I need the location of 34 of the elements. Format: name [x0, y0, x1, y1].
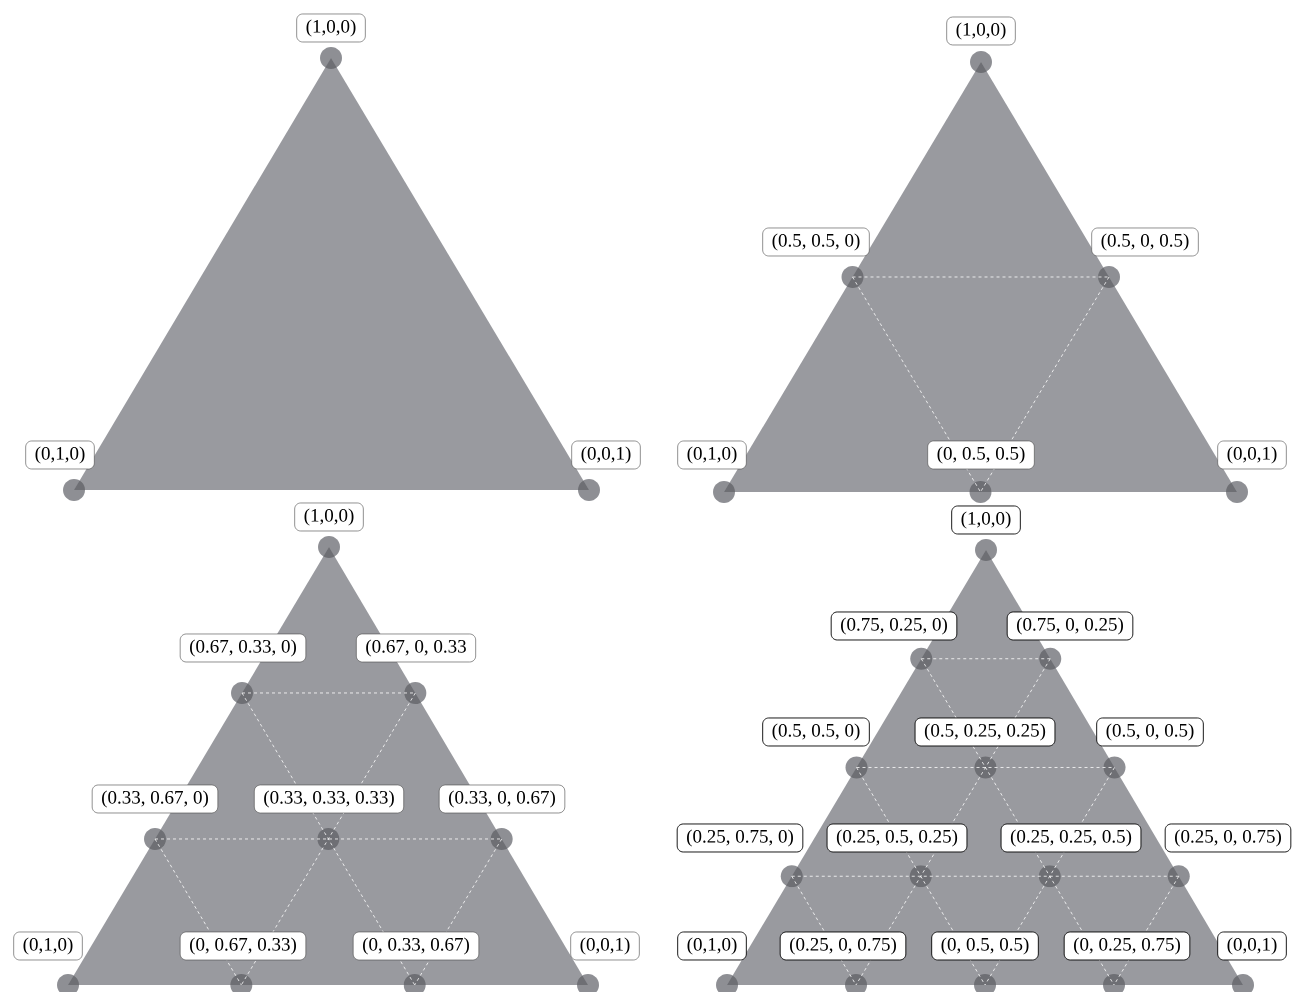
label-box: (0, 0.33, 0.67): [352, 931, 480, 961]
label-box: (0.75, 0, 0.25): [1006, 611, 1134, 641]
label-box: (0.75, 0.25, 0): [830, 611, 958, 641]
label-box: (0.25, 0, 0.75): [779, 931, 907, 961]
label-box: (0.67, 0, 0.33: [356, 633, 476, 663]
label-box: (0,1,0): [13, 931, 83, 961]
label-box: (0,1,0): [677, 931, 747, 961]
label-box: (0,0,1): [570, 931, 640, 961]
label-box: (0,1,0): [677, 440, 747, 470]
label-box: (0.5, 0.25, 0.25): [914, 717, 1056, 747]
label-box: (0.5, 0.5, 0): [762, 227, 870, 257]
label-box: (0.25, 0.5, 0.25): [826, 823, 968, 853]
label-box: (0.33, 0.67, 0): [91, 784, 219, 814]
label-box: (0, 0.5, 0.5): [927, 440, 1035, 470]
label-box: (1,0,0): [946, 16, 1016, 46]
label-box: (0, 0.67, 0.33): [179, 931, 307, 961]
label-box: (0.33, 0, 0.67): [438, 784, 566, 814]
label-box: (0, 0.5, 0.5): [931, 931, 1039, 961]
label-box: (0,0,1): [1217, 440, 1287, 470]
label-box: (0.25, 0, 0.75): [1164, 823, 1292, 853]
label-box: (0,1,0): [25, 440, 95, 470]
label-box: (0,0,1): [1217, 931, 1287, 961]
label-box: (0.5, 0, 0.5): [1091, 227, 1199, 257]
label-box: (0, 0.25, 0.75): [1063, 931, 1191, 961]
label-box: (1,0,0): [294, 502, 364, 532]
label-box: (0.67, 0.33, 0): [179, 633, 307, 663]
label-box: (0.5, 0, 0.5): [1096, 717, 1204, 747]
label-box: (0.5, 0.5, 0): [762, 717, 870, 747]
label-box: (0.25, 0.25, 0.5): [1000, 823, 1142, 853]
label-box: (1,0,0): [296, 13, 366, 43]
label-box: (0,0,1): [571, 440, 641, 470]
label-box: (0.25, 0.75, 0): [676, 823, 804, 853]
label-box: (1,0,0): [951, 505, 1021, 535]
label-box: (0.33, 0.33, 0.33): [254, 784, 404, 814]
